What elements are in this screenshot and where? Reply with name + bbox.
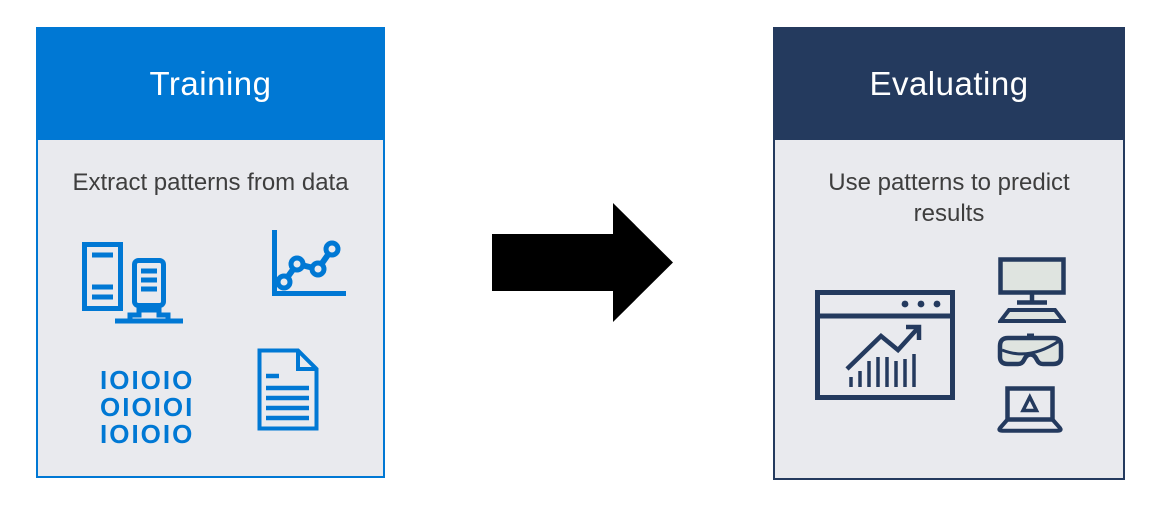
binary-row-3: IOIOIO: [100, 419, 195, 449]
binary-code-text: IOIOIO OIOIOI IOIOIO: [100, 367, 230, 448]
laptop-icon: [996, 386, 1064, 433]
training-panel: Training Extract patterns from data: [36, 27, 385, 478]
evaluating-panel: Evaluating Use patterns to predict resul…: [773, 27, 1125, 480]
training-title: Training: [149, 64, 272, 102]
vr-headset-icon: [997, 333, 1064, 372]
flow-arrow-shape: [492, 203, 673, 322]
evaluating-panel-header: Evaluating: [773, 27, 1125, 140]
evaluating-subtitle: Use patterns to predict results: [828, 169, 1070, 227]
training-subtitle: Extract patterns from data: [72, 169, 349, 196]
binary-row-2: OIOIOI: [100, 392, 195, 422]
server-cluster-icon: [82, 242, 217, 326]
evaluating-title: Evaluating: [869, 64, 1029, 102]
binary-row-1: IOIOIO: [100, 365, 195, 395]
line-chart-icon: [270, 230, 348, 298]
analytics-window-icon: [815, 290, 955, 400]
monitor-icon: [998, 257, 1066, 323]
training-panel-header: Training: [36, 27, 385, 140]
flow-arrow-icon: [492, 203, 673, 322]
document-icon: [257, 348, 319, 431]
